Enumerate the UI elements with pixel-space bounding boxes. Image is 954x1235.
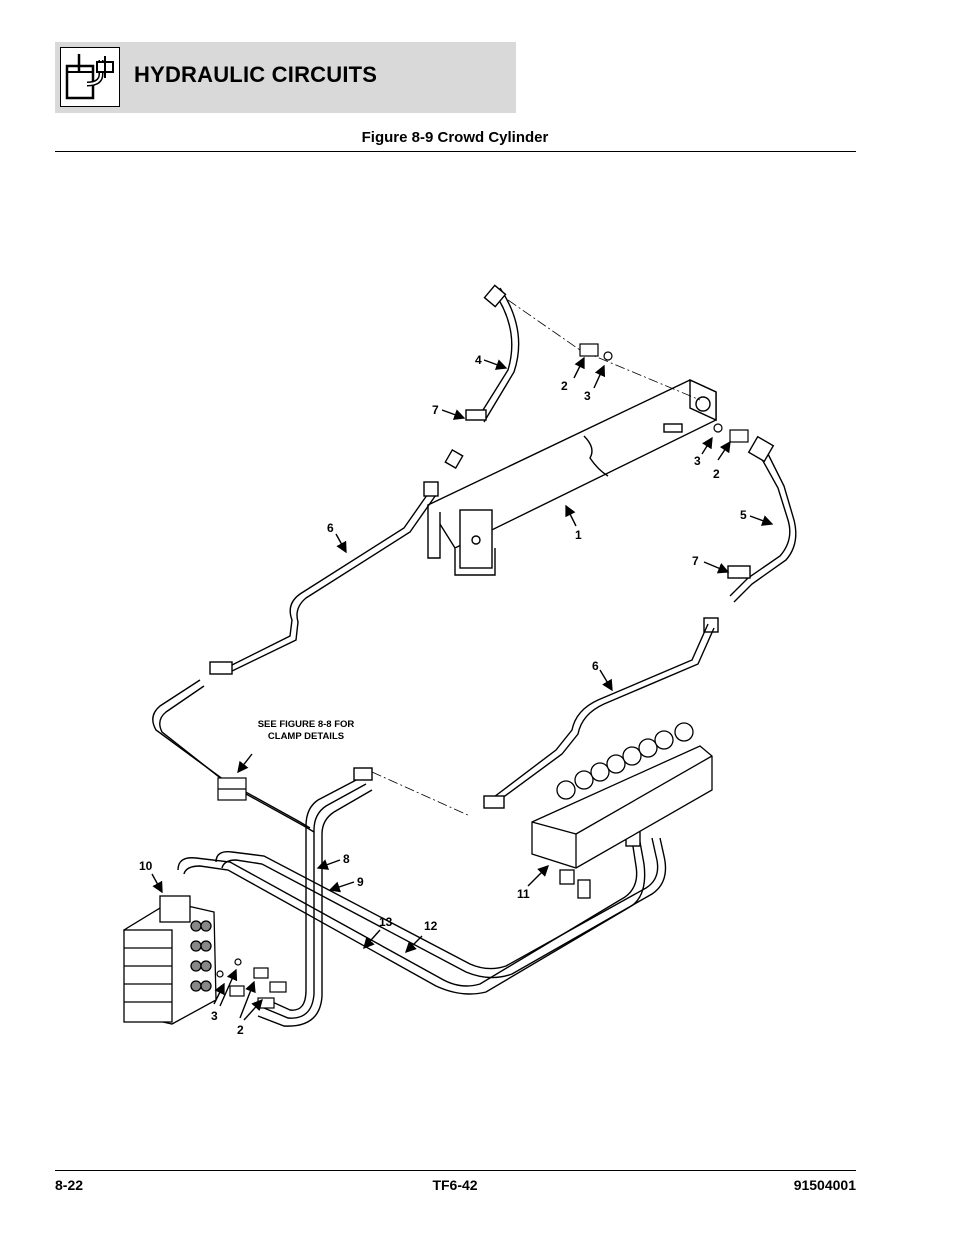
callout-13: 13	[379, 915, 393, 929]
callout-9: 9	[357, 875, 364, 889]
clamp-block	[217, 777, 247, 801]
bottom-rule	[55, 1170, 856, 1171]
crowd-cylinder-boom	[426, 378, 717, 576]
callout-11: 11	[517, 887, 530, 901]
page-number: 8-22	[55, 1177, 84, 1193]
valve-10	[123, 895, 217, 1025]
clamp-note-line1: SEE FIGURE 8-8 FOR	[258, 719, 355, 730]
callout-3-top: 3	[584, 389, 591, 403]
hose-5	[703, 435, 797, 633]
callout-10: 10	[139, 859, 153, 873]
hose-6-left	[152, 481, 439, 833]
section-title: HYDRAULIC CIRCUITS	[134, 62, 378, 87]
fittings-top	[579, 343, 749, 443]
callout-7-right: 7	[692, 554, 699, 568]
callout-4: 4	[475, 353, 482, 367]
header-band	[55, 42, 516, 113]
callout-12: 12	[424, 919, 438, 933]
hose-6-right	[483, 623, 715, 809]
valve-11	[531, 722, 713, 899]
hose-4	[444, 284, 520, 470]
fittings-bottom	[216, 958, 287, 1009]
callout-3-bottom: 3	[211, 1009, 218, 1023]
callout-7-left: 7	[432, 403, 439, 417]
callout-1: 1	[575, 528, 582, 542]
callout-6-left: 6	[327, 521, 334, 535]
callout-5: 5	[740, 508, 747, 522]
callout-8: 8	[343, 852, 350, 866]
callout-6-right: 6	[592, 659, 599, 673]
hose-12-13	[177, 827, 667, 995]
clamp-note-line2: CLAMP DETAILS	[268, 731, 344, 742]
model-number: TF6-42	[432, 1177, 478, 1193]
hydraulic-reservoir-icon	[60, 47, 120, 107]
callout-2-top: 2	[561, 379, 568, 393]
callout-2-right: 2	[713, 467, 720, 481]
callout-3-right: 3	[694, 454, 701, 468]
top-rule	[55, 151, 856, 152]
centerlines	[371, 299, 701, 817]
document-number: 91504001	[793, 1177, 856, 1193]
callout-2-bottom: 2	[237, 1023, 244, 1037]
figure-caption: Figure 8-9 Crowd Cylinder	[361, 129, 549, 146]
leader-arrows	[151, 356, 774, 1021]
hose-8-9	[257, 767, 373, 1027]
